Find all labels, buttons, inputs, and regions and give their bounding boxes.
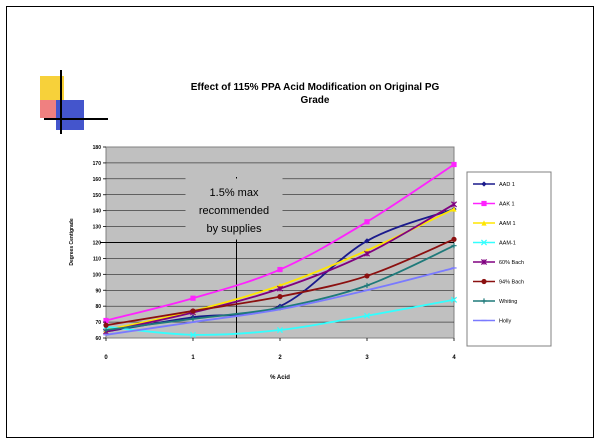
series-point-6	[103, 322, 109, 328]
series-point-2	[451, 161, 457, 168]
legend-label: AAK 1	[499, 202, 515, 208]
series-point-2	[277, 266, 283, 273]
series-point-2	[364, 219, 370, 225]
series-point-6	[277, 294, 283, 300]
chart-title-line-2: Grade	[301, 95, 330, 106]
legend-label: Whiting	[499, 299, 517, 305]
x-tick-label: 2	[278, 355, 282, 361]
series-point-1	[364, 238, 370, 244]
legend-swatch-marker	[481, 200, 487, 207]
y-tick-label: 60	[95, 336, 101, 342]
series-layer	[102, 161, 458, 338]
legend: AAD 1 AAK 1 AAM 1 AAM-1 60% Bach 94% BachWhit…	[473, 181, 524, 325]
y-tick-label: 150	[93, 193, 102, 199]
legend-label: AAM-1	[499, 241, 516, 247]
series-point-4	[363, 312, 371, 319]
legend-swatch-marker	[480, 239, 488, 246]
series-point-7	[190, 316, 196, 322]
x-axis-label: % Acid	[270, 375, 290, 381]
legend-swatch-marker	[481, 220, 487, 226]
slide-deco-vertical-line	[60, 70, 62, 134]
y-tick-label: 160	[93, 177, 102, 183]
y-tick-label: 100	[93, 272, 102, 278]
legend-label: AAD 1	[499, 182, 515, 188]
series-point-6	[190, 308, 196, 314]
x-tick-label: 3	[365, 355, 369, 361]
y-tick-label: 140	[93, 209, 102, 215]
slide-deco-square-red	[40, 100, 56, 118]
series-point-5	[276, 285, 284, 292]
series-point-6	[451, 236, 457, 242]
legend-swatch-marker	[481, 298, 487, 304]
y-tick-label: 110	[93, 256, 101, 262]
x-tick-label: 1	[191, 355, 195, 361]
series-point-4	[276, 327, 284, 334]
y-tick-label: 130	[93, 225, 102, 231]
legend-box	[466, 171, 552, 347]
x-tick-label: 4	[452, 355, 456, 361]
y-tick-label: 80	[95, 304, 101, 310]
series-point-7	[103, 327, 109, 333]
series-point-4	[189, 331, 197, 338]
series-point-7	[364, 282, 370, 289]
y-axis-ticks: 60 70 80 90 100 110 120 130 140 150 160 170 180	[93, 145, 106, 342]
y-tick-label: 120	[93, 241, 102, 247]
series-point-2	[103, 317, 109, 324]
legend-label: 94% Bach	[499, 280, 524, 286]
annotation-line-1: 1.5% max	[210, 187, 259, 199]
x-axis-ticks: 0 1 2 3 4	[104, 338, 456, 361]
y-tick-label: 70	[95, 320, 101, 326]
slide-deco-horizontal-line	[44, 118, 108, 120]
series-point-2	[190, 295, 196, 301]
y-tick-label: 180	[93, 145, 102, 151]
series-point-6	[364, 273, 370, 279]
series-point-4	[450, 296, 458, 303]
series-point-5	[363, 250, 371, 257]
y-tick-label: 90	[95, 288, 101, 294]
legend-label: Holly	[499, 319, 511, 325]
series-point-5	[450, 201, 458, 208]
legend-swatch-marker	[480, 258, 488, 266]
y-tick-label: 170	[93, 161, 102, 167]
annotation-line-2: recommended	[199, 205, 269, 217]
annotation-box-bg	[185, 178, 283, 240]
annotation-line-3: by supplies	[206, 223, 262, 235]
legend-label: AAM 1	[499, 221, 516, 227]
series-point-3	[451, 206, 457, 212]
legend-swatch-marker	[481, 278, 487, 285]
chart-title-line-1: Effect of 115% PPA Acid Modification on …	[191, 82, 440, 93]
x-tick-label: 0	[104, 355, 108, 361]
series-point-7	[451, 243, 457, 249]
legend-label: 60% Bach	[499, 260, 524, 266]
y-axis-label: Degrees Centigrade	[69, 218, 75, 265]
annotation-box: 1.5% max recommended by supplies	[185, 178, 283, 240]
legend-swatch-marker	[481, 181, 487, 187]
